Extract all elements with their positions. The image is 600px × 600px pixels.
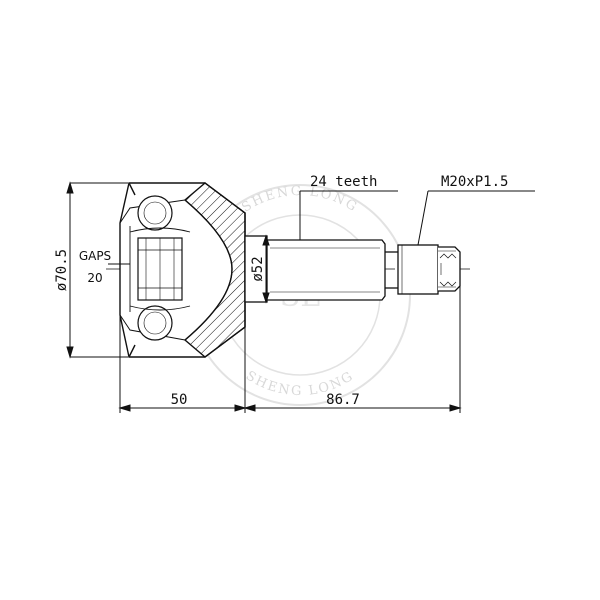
stub-shaft	[244, 235, 461, 303]
inner-diameter-label: ø52	[250, 256, 266, 281]
shaft-length-label: 86.7	[326, 392, 360, 408]
teeth-label: 24 teeth	[310, 174, 377, 190]
outer-diameter-label: ø70.5	[54, 249, 70, 291]
gaps-title-label: GAPS	[79, 249, 111, 263]
ball-cage	[129, 195, 191, 341]
thread-label: M20xP1.5	[441, 174, 508, 190]
dimension-lines	[66, 181, 535, 413]
housing-length-label: 50	[171, 392, 188, 408]
gaps-value-label: 20	[87, 271, 102, 285]
